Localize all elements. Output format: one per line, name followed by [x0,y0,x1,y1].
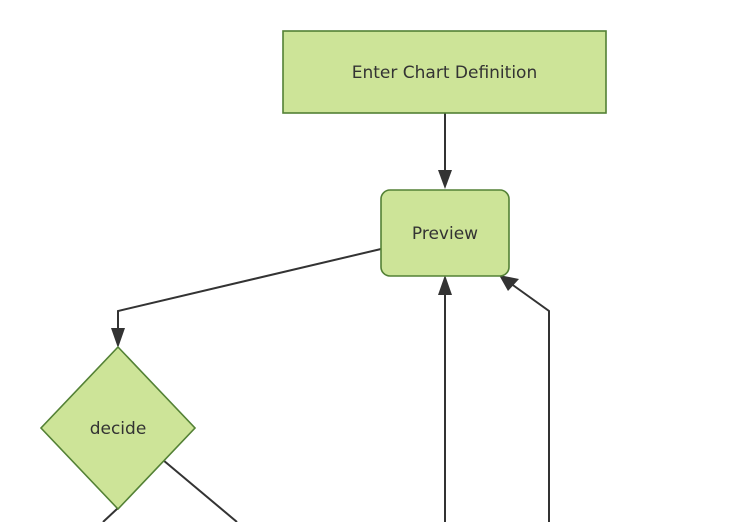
edge-line [117,248,382,336]
edge-decide-right-out [162,459,238,522]
arrow-head-icon [438,170,452,189]
edge-line [102,507,119,522]
edge-line [509,282,550,522]
arrow-head-icon [499,275,519,291]
edge-decide-bottom-out [102,507,119,522]
node-shape-rounded-rectangle [380,189,510,277]
node-shape-diamond [39,345,197,511]
node-label-preview: Preview [412,224,478,244]
edge-line [162,459,238,522]
arrow-head-icon [438,275,452,295]
edge-bottom-center-to-preview [438,275,452,522]
edge-preview-to-decide [111,248,382,348]
node-enter-chart-definition[interactable]: Enter Chart Definition [282,30,607,114]
arrow-head-icon [111,328,125,348]
edge-enter-to-preview [438,113,452,189]
node-label-decide: decide [90,419,147,439]
node-shape-rectangle [282,30,607,114]
node-preview[interactable]: Preview [380,189,510,277]
node-label-enter-chart-definition: Enter Chart Definition [352,63,537,83]
node-decide[interactable]: decide [39,345,197,511]
edge-bottom-right-to-preview [499,275,550,522]
